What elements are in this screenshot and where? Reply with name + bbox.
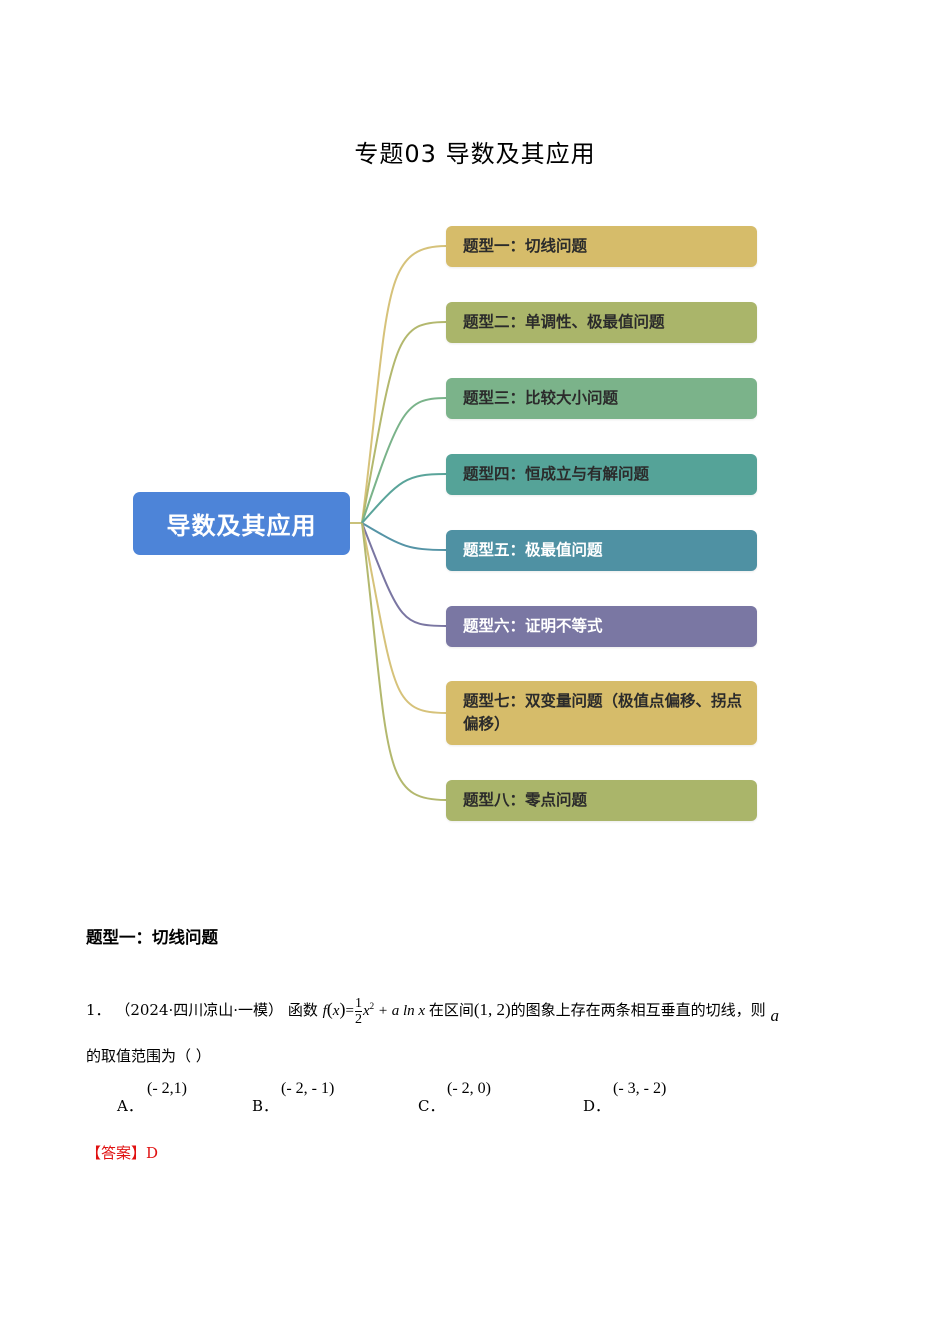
question-source: （2024·四川凉山·一模）	[115, 1000, 284, 1019]
topic-label: 题型八：零点问题	[463, 791, 588, 809]
func-term: + a ln x	[377, 1002, 426, 1019]
section-heading: 题型一：切线问题	[86, 928, 218, 947]
topic-node-1: 题型一：切线问题	[446, 226, 757, 267]
topic-node-4: 题型四：恒成立与有解问题	[446, 454, 757, 495]
topic-label: 题型三：比较大小问题	[463, 389, 619, 407]
topic-label: 题型五：极最值问题	[463, 541, 603, 559]
question-number: 1．	[86, 1000, 111, 1019]
question-prefix: 函数	[287, 1000, 318, 1019]
topic-node-8: 题型八：零点问题	[446, 780, 757, 821]
topic-node-3: 题型三：比较大小问题	[446, 378, 757, 419]
mind-map: 导数及其应用 题型一：切线问题 题型二：单调性、极最值问题 题型三：比较大小问题…	[133, 226, 757, 821]
option-d-value: (- 3, - 2)	[613, 1080, 667, 1097]
option-d-label[interactable]: D．	[583, 1097, 611, 1115]
topic-label: 题型七：双变量问题（极值点偏移、拐点偏移）	[463, 692, 743, 733]
option-c-label[interactable]: C．	[418, 1097, 445, 1115]
question-line-2: 的取值范围为（ ）	[86, 1047, 211, 1065]
topic-node-6: 题型六：证明不等式	[446, 606, 757, 647]
question-mid-text: 在区间	[428, 1000, 474, 1019]
func-exponent: 2	[369, 1000, 375, 1011]
func-name: f	[322, 1002, 327, 1019]
topic-label: 题型六：证明不等式	[463, 617, 603, 635]
topic-label: 题型一：切线问题	[463, 237, 588, 255]
topic-node-5: 题型五：极最值问题	[446, 530, 757, 571]
option-b-label[interactable]: B．	[252, 1097, 279, 1115]
func-arg: x	[332, 1002, 340, 1019]
topic-node-7: 题型七：双变量问题（极值点偏移、拐点偏移）	[446, 681, 757, 745]
mind-map-connectors	[350, 245, 447, 801]
topic-label: 题型四：恒成立与有解问题	[463, 465, 650, 483]
mind-map-root-node: 导数及其应用	[133, 492, 350, 555]
variable-a: a	[770, 1005, 779, 1025]
question-tail-text: 的图象上存在两条相互垂直的切线，则	[510, 1000, 766, 1019]
option-b-value: (- 2, - 1)	[281, 1080, 335, 1097]
interval: (1, 2)	[473, 999, 511, 1019]
option-a-value: (- 2,1)	[147, 1080, 187, 1097]
topic-label: 题型二：单调性、极最值问题	[463, 313, 665, 331]
func-var: x	[362, 1002, 370, 1019]
option-a-label[interactable]: A．	[117, 1097, 143, 1115]
answer-text: 【答案】D	[86, 1144, 159, 1162]
option-c-value: (- 2, 0)	[447, 1080, 491, 1097]
document-title: 专题03 导数及其应用	[354, 140, 596, 168]
topic-node-2: 题型二：单调性、极最值问题	[446, 302, 757, 343]
